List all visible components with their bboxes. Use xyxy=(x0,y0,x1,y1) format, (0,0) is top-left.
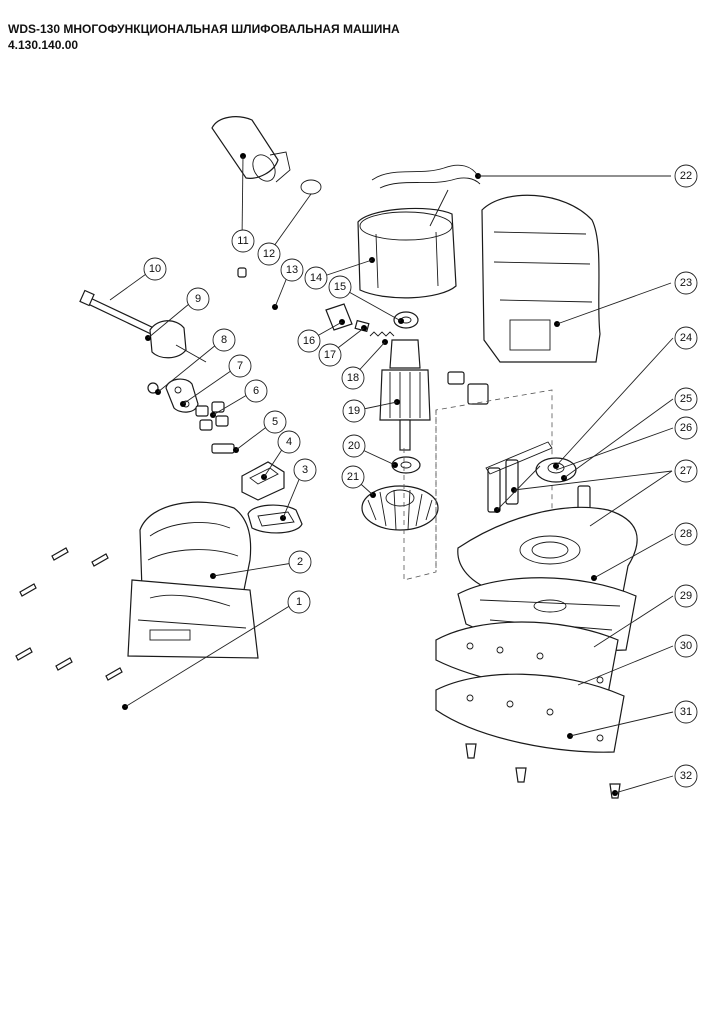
part-20-bearing xyxy=(391,456,421,474)
part-18-spring xyxy=(369,331,395,345)
callout-label: 14 xyxy=(310,272,322,284)
housing-screws xyxy=(15,547,128,710)
diagram-title: WDS-130 МНОГОФУНКЦИОНАЛЬНАЯ ШЛИФОВАЛЬНАЯ… xyxy=(8,22,400,36)
callout-8: 8 xyxy=(212,328,236,352)
part-5-capacitor xyxy=(211,443,239,454)
callout-label: 19 xyxy=(348,405,360,417)
part-1-housing-base xyxy=(127,579,259,659)
brush-holder-right xyxy=(447,371,489,405)
callout-label: 7 xyxy=(237,360,243,372)
assembly-guides xyxy=(403,389,553,581)
callout-label: 3 xyxy=(302,464,308,476)
callout-7: 7 xyxy=(228,354,252,378)
callout-label: 22 xyxy=(680,170,692,182)
callout-26: 26 xyxy=(674,416,698,440)
callout-label: 29 xyxy=(680,590,692,602)
callout-1: 1 xyxy=(287,590,311,614)
callout-label: 23 xyxy=(680,277,692,289)
callout-21: 21 xyxy=(341,465,365,489)
callout-11: 11 xyxy=(231,229,255,253)
part-15-bearing xyxy=(393,311,419,329)
callout-18: 18 xyxy=(341,366,365,390)
callout-label: 11 xyxy=(237,235,248,247)
part-12-ring xyxy=(300,179,322,195)
callout-label: 13 xyxy=(286,264,298,276)
callout-label: 15 xyxy=(334,281,346,293)
part-6-connectors xyxy=(195,401,229,431)
callout-15: 15 xyxy=(328,275,352,299)
callout-label: 9 xyxy=(195,293,201,305)
part-11-cord-sleeve xyxy=(211,116,291,183)
callout-label: 21 xyxy=(347,471,359,483)
part-8-screw xyxy=(147,382,161,395)
part-32-screws xyxy=(465,743,621,799)
callout-24: 24 xyxy=(674,326,698,350)
callout-27: 27 xyxy=(674,459,698,483)
callout-label: 26 xyxy=(680,422,692,434)
callout-label: 31 xyxy=(680,706,692,718)
diagram-code: 4.130.140.00 xyxy=(8,38,79,52)
callout-label: 32 xyxy=(680,770,692,782)
callout-30: 30 xyxy=(674,634,698,658)
part-9-actuator xyxy=(145,320,207,363)
callout-10: 10 xyxy=(143,257,167,281)
callout-32: 32 xyxy=(674,764,698,788)
callout-label: 24 xyxy=(680,332,692,344)
part-4-switch xyxy=(241,461,285,501)
callout-29: 29 xyxy=(674,584,698,608)
part-14-stator xyxy=(357,207,457,299)
callout-label: 1 xyxy=(296,596,302,608)
callout-5: 5 xyxy=(263,410,287,434)
callout-20: 20 xyxy=(342,434,366,458)
callout-19: 19 xyxy=(342,399,366,423)
callout-label: 4 xyxy=(286,436,292,448)
callout-3: 3 xyxy=(293,458,317,482)
callout-label: 18 xyxy=(347,372,359,384)
callout-4: 4 xyxy=(277,430,301,454)
callout-6: 6 xyxy=(244,379,268,403)
part-16-brush-holder xyxy=(325,303,353,331)
callout-label: 8 xyxy=(221,334,227,346)
callout-14: 14 xyxy=(304,266,328,290)
callout-label: 27 xyxy=(680,465,692,477)
callout-label: 2 xyxy=(297,556,303,568)
callout-label: 5 xyxy=(272,416,278,428)
callout-12: 12 xyxy=(257,242,281,266)
callout-9: 9 xyxy=(186,287,210,311)
callout-17: 17 xyxy=(318,343,342,367)
callout-label: 30 xyxy=(680,640,692,652)
callout-23: 23 xyxy=(674,271,698,295)
part-31-sheet xyxy=(435,673,625,753)
callout-label: 28 xyxy=(680,528,692,540)
callout-31: 31 xyxy=(674,700,698,724)
callout-28: 28 xyxy=(674,522,698,546)
callout-22: 22 xyxy=(674,164,698,188)
callout-label: 16 xyxy=(303,335,315,347)
part-19-armature xyxy=(379,339,431,451)
leader-lines xyxy=(109,155,674,794)
part-3-cover xyxy=(247,504,303,534)
part-7-clamp xyxy=(165,378,199,413)
callout-label: 12 xyxy=(263,248,275,260)
callout-label: 6 xyxy=(253,385,259,397)
callout-label: 20 xyxy=(348,440,360,452)
callout-label: 17 xyxy=(324,349,336,361)
callout-label: 10 xyxy=(149,263,161,275)
part-23-housing-half xyxy=(481,194,601,363)
callout-13: 13 xyxy=(280,258,304,282)
part-13-nut xyxy=(237,267,278,310)
part-21-fan xyxy=(361,485,439,531)
callout-label: 25 xyxy=(680,393,692,405)
callout-16: 16 xyxy=(297,329,321,353)
callout-25: 25 xyxy=(674,387,698,411)
callout-2: 2 xyxy=(288,550,312,574)
